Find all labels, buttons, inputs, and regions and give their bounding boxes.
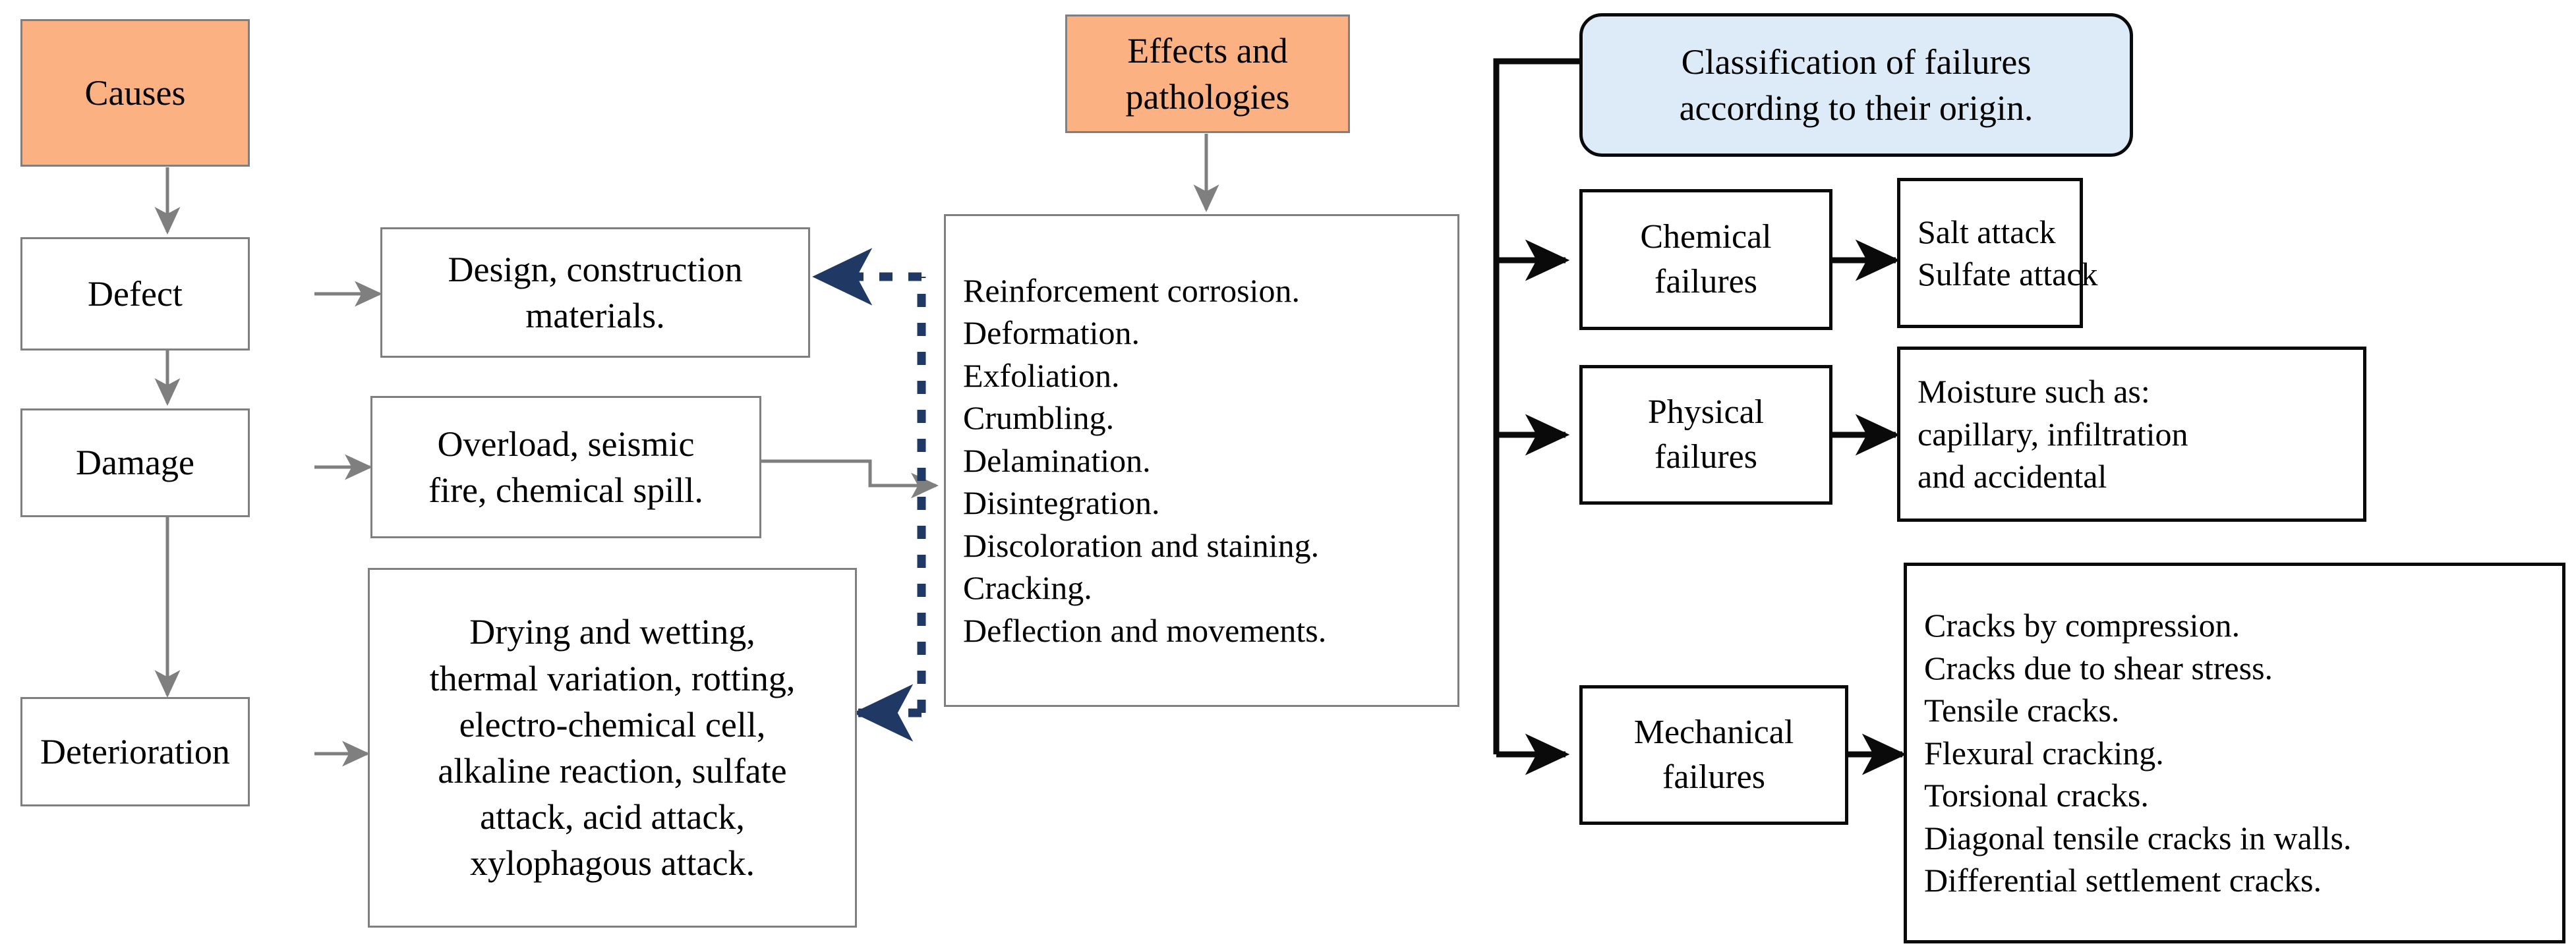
list-item: Deflection and movements. (963, 611, 1327, 649)
category-items-mechanical[interactable]: Cracks by compression. Cracks due to she… (1904, 563, 2565, 943)
list-item: Deformation. (963, 314, 1140, 352)
stage-label-defect: Defect (88, 273, 183, 314)
detail-text-overload: Overload, seismic fire, chemical spill. (428, 424, 703, 510)
category-label-chemical: Chemical failures (1640, 218, 1772, 300)
list-item: Exfoliation. (963, 356, 1120, 394)
stage-box-damage[interactable]: Damage (20, 408, 250, 517)
category-box-chemical[interactable]: Chemical failures (1579, 189, 1832, 330)
list-item: Salt attack (1917, 213, 2056, 250)
list-item: Disintegration. (963, 484, 1160, 522)
list-item: Moisture such as: (1917, 373, 2150, 410)
detail-box-overload[interactable]: Overload, seismic fire, chemical spill. (370, 396, 761, 538)
stage-box-defect[interactable]: Defect (20, 237, 250, 350)
detail-box-drying[interactable]: Drying and wetting, thermal variation, r… (368, 568, 857, 928)
list-item: Tensile cracks. (1924, 692, 2120, 729)
effects-header-box[interactable]: Effects and pathologies (1065, 14, 1350, 133)
classification-header-label: Classification of failures according to … (1679, 42, 2034, 128)
stage-label-damage: Damage (76, 443, 194, 483)
list-item: Cracking. (963, 569, 1092, 607)
category-items-chemical[interactable]: Salt attack Sulfate attack (1897, 178, 2098, 328)
detail-text-design: Design, construction materials. (448, 249, 743, 335)
list-item: Reinforcement corrosion. (963, 271, 1300, 309)
list-item: Diagonal tensile cracks in walls. (1924, 819, 2352, 856)
category-label-mechanical: Mechanical failures (1633, 714, 1794, 796)
connector-right-spine (1493, 58, 1581, 754)
list-item: Discoloration and staining. (963, 526, 1320, 564)
list-item: Cracks due to shear stress. (1924, 649, 2273, 686)
stage-label-deterioration: Deterioration (40, 731, 230, 771)
detail-text-drying: Drying and wetting, thermal variation, r… (429, 612, 796, 883)
classification-header-box[interactable]: Classification of failures according to … (1579, 13, 2133, 157)
stage-box-deterioration[interactable]: Deterioration (20, 697, 250, 806)
list-item: Sulfate attack (1917, 256, 2098, 293)
category-box-physical[interactable]: Physical failures (1579, 365, 1832, 505)
category-label-physical: Physical failures (1647, 393, 1765, 476)
detail-box-design[interactable]: Design, construction materials. (380, 227, 810, 358)
list-item: Crumbling. (963, 399, 1115, 437)
list-item: Differential settlement cracks. (1924, 862, 2322, 899)
category-items-physical[interactable]: Moisture such as: capillary, infiltratio… (1897, 347, 2366, 522)
list-item: Flexural cracking. (1924, 734, 2164, 771)
list-item: and accidental (1917, 458, 2107, 495)
category-box-mechanical[interactable]: Mechanical failures (1579, 685, 1848, 825)
connector-overload-effects (761, 459, 939, 499)
effects-header-label: Effects and pathologies (1125, 30, 1290, 117)
list-item: Cracks by compression. (1924, 607, 2240, 644)
list-item: Delamination. (963, 441, 1151, 479)
list-item: Torsional cracks. (1924, 777, 2149, 814)
effects-list-box[interactable]: Reinforcement corrosion. Deformation. Ex… (944, 214, 1459, 707)
causes-header-label: Causes (84, 72, 186, 113)
list-item: capillary, infiltration (1917, 415, 2188, 453)
causes-header-box[interactable]: Causes (20, 19, 250, 167)
